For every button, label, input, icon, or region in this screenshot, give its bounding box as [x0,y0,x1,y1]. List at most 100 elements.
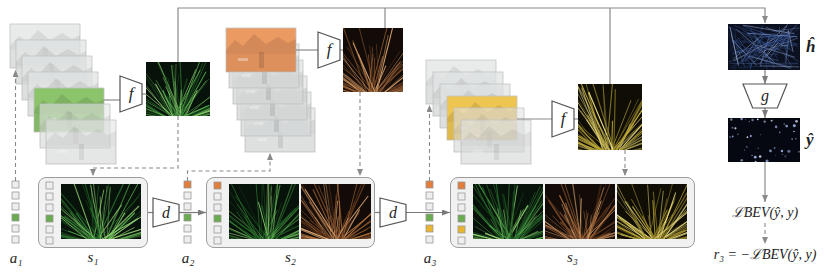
feature-map [728,27,739,32]
encoder-block: f [120,76,142,112]
feature-map [647,188,661,244]
feature-map [95,179,126,245]
frame-stack [461,120,531,164]
feature-map [523,215,579,245]
feature-map [209,205,260,245]
feature-map [779,131,781,133]
feature-map [609,84,652,157]
feature-map [525,217,588,245]
feature-map [613,83,654,156]
block-symbol: f [129,85,134,104]
state-box: s₂ [206,177,375,248]
feature-map [570,79,614,156]
dashed-line [764,223,765,244]
feature-map [271,211,273,245]
feature-map [563,176,745,245]
feature-image: ĥ [728,24,800,70]
feature-map [181,98,231,121]
feature-map [740,118,743,121]
action-slot [426,192,433,199]
action-slot [46,237,53,244]
feature-map [48,228,99,245]
feature-map [38,230,93,245]
action-label: a₁ [10,250,23,267]
connection-line [142,93,146,94]
feature-map [746,146,747,147]
connection-line [764,162,765,202]
feature-map [60,209,93,245]
action-slot [46,193,53,200]
feature-map [566,233,652,245]
feature-map [586,213,598,245]
feature-map [455,227,513,245]
feature-map [99,206,139,245]
transition-block: d [380,198,406,227]
feature-map [377,73,446,98]
feature-map [613,93,693,156]
feature-map [189,213,266,244]
state-box [451,178,694,247]
feature-map [650,237,703,244]
feature-map [574,122,609,156]
feature-map [609,115,651,156]
feature-map [779,27,780,34]
feature-map [588,196,601,245]
action-slot [214,226,221,233]
feature-map [236,239,272,245]
action-slot [458,182,465,189]
feature-map [286,212,334,244]
connection-line [517,118,552,119]
feature-map [110,53,263,122]
feature-map [588,92,604,156]
feature-map [733,68,736,69]
feature-map [512,215,545,244]
dashed-line [429,105,430,181]
feature-map [205,198,268,245]
action-slot [184,225,191,232]
action-slot [458,204,465,211]
action-slot [12,192,19,199]
feature-map [775,155,776,156]
feature-map [96,179,110,244]
feature-map [759,155,762,158]
decoder-block: g [743,84,787,108]
feature-map [571,220,655,245]
action-slot [426,225,433,232]
feature-map [607,119,701,157]
action-slot [426,181,433,188]
feature-map [29,228,100,245]
connection-line [104,8,765,202]
dashed-line [93,116,178,176]
feature-map [588,115,611,156]
feature-map [732,34,787,67]
action-slot [458,226,465,233]
transition-block [153,198,179,227]
feature-map [45,182,98,244]
feature-map [424,225,505,245]
feature-map [738,33,752,39]
feature-map [728,118,800,162]
feature-map [760,134,761,135]
feature-map [516,234,587,244]
connector [179,212,206,213]
action-slot [458,193,465,200]
feature-map [157,61,184,121]
feature-map [731,127,733,129]
connection-line [384,8,385,28]
feature-map [653,211,688,245]
connector [148,212,153,213]
feature-map [424,170,599,245]
feature-map [791,138,793,140]
feature-map [585,213,595,244]
prediction-image [728,118,800,162]
action-slot [214,182,221,189]
connector [764,70,765,84]
state-box [39,178,147,247]
feature-map [528,135,605,157]
feature-map [734,127,736,129]
feature-map [781,150,783,152]
action-label: a₂ [182,250,195,267]
action-slot [184,236,191,243]
block-symbol: d [389,204,397,222]
block-symbol: g [761,87,769,105]
